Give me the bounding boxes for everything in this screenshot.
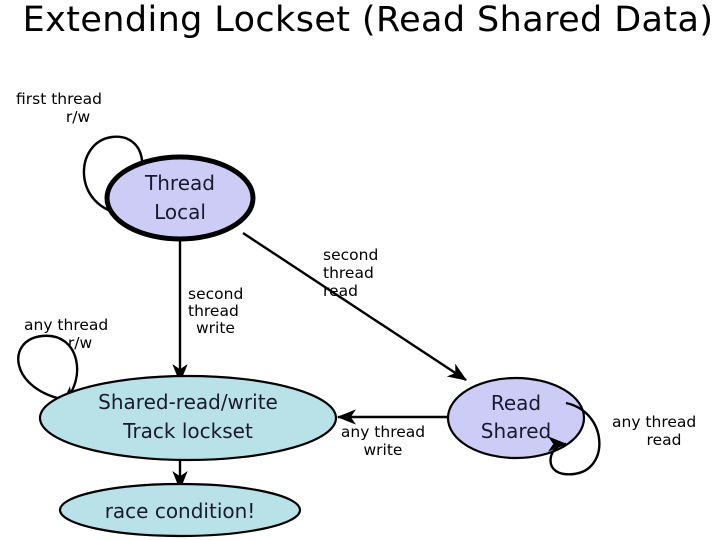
- node-race-condition-label: race condition!: [105, 499, 256, 523]
- edge-label-second-thread-write-line1: second: [188, 285, 243, 303]
- edge-label-any-thread-read-line2: read: [647, 431, 682, 449]
- edge-label-first-thread-rw-line2: r/w: [66, 108, 91, 126]
- node-thread-local[interactable]: Thread Local: [104, 154, 256, 242]
- node-thread-local-label-2: Local: [154, 200, 206, 224]
- node-read-shared-label-2: Shared: [481, 419, 551, 443]
- edge-label-second-thread-read-line2: thread: [323, 264, 374, 282]
- node-read-shared[interactable]: Read Shared: [446, 376, 586, 460]
- node-read-shared-label-1: Read: [491, 391, 541, 415]
- edge-label-second-thread-read-line1: second: [323, 246, 378, 264]
- edge-label-any-thread-rw-line2: r/w: [68, 334, 93, 352]
- edge-label-any-thread-write-line2: write: [364, 441, 403, 459]
- node-shared-read-write[interactable]: Shared-read/write Track lockset: [38, 374, 338, 462]
- edge-label-any-thread-write: any thread write: [341, 423, 425, 459]
- edge-label-second-thread-write: second thread write: [188, 285, 243, 337]
- edge-label-second-thread-write-line3: write: [196, 319, 235, 337]
- edge-label-first-thread-rw: first thread r/w: [16, 90, 102, 126]
- edge-label-second-thread-read: second thread read: [323, 246, 378, 300]
- edge-label-second-thread-read-line3: read: [323, 282, 358, 300]
- edge-label-any-thread-rw: any thread r/w: [24, 316, 108, 352]
- edge-label-any-thread-rw-line1: any thread: [24, 316, 108, 334]
- transition-thread-local-to-read-shared: [242, 231, 468, 382]
- edge-label-any-thread-read: any thread read: [612, 413, 696, 449]
- transition-shared-self: [17, 334, 81, 405]
- page-title: Extending Lockset (Read Shared Data): [22, 0, 714, 40]
- edge-label-any-thread-read-line1: any thread: [612, 413, 696, 431]
- edge-label-any-thread-write-line1: any thread: [341, 423, 425, 441]
- node-thread-local-label-1: Thread: [144, 171, 215, 195]
- edge-label-second-thread-write-line2: thread: [188, 302, 239, 320]
- node-shared-read-write-label-2: Track lockset: [122, 419, 253, 443]
- edge-label-first-thread-rw-line1: first thread: [16, 90, 102, 108]
- transition-read-shared-self: [547, 401, 601, 476]
- node-shared-read-write-label-1: Shared-read/write: [98, 390, 278, 414]
- node-race-condition[interactable]: race condition!: [58, 482, 302, 538]
